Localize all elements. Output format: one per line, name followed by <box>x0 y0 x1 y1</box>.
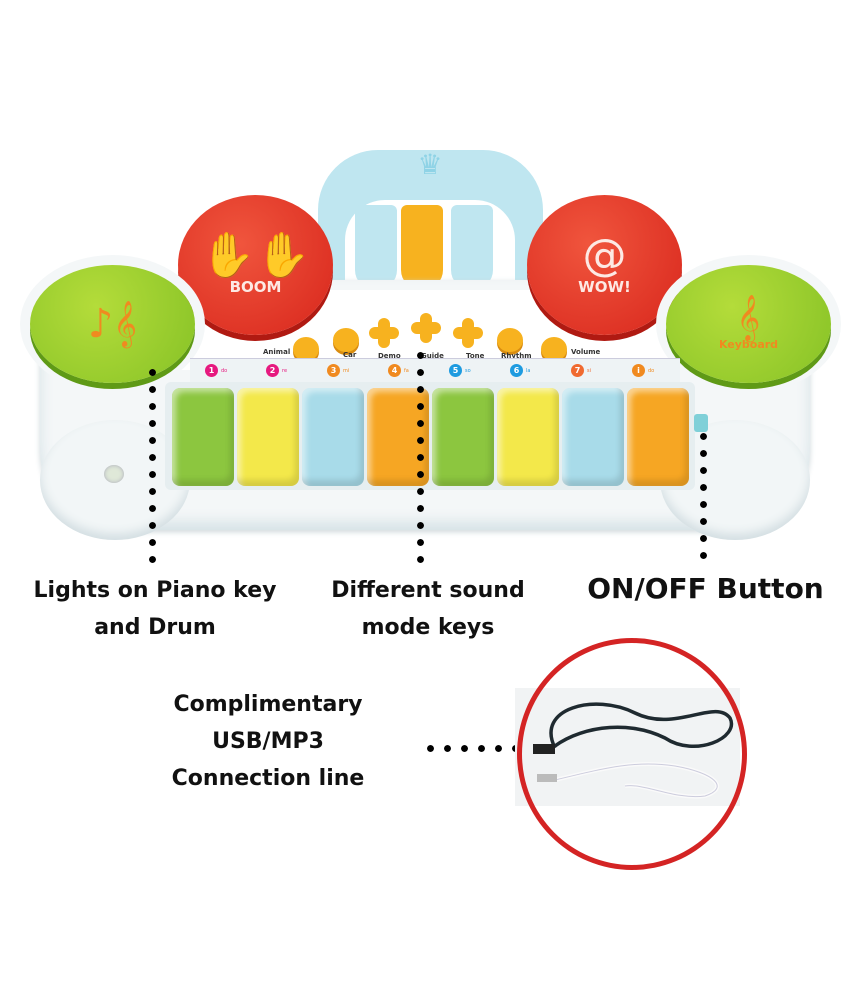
note-syllable: do <box>221 368 228 374</box>
pointer-dots-onoff <box>700 428 707 564</box>
mode-button-guide[interactable] <box>411 313 441 343</box>
caption-on-off: ON/OFF Button <box>587 572 824 605</box>
mode-label-car: Car <box>343 351 357 359</box>
note-syllable: la <box>526 368 531 374</box>
piano-key[interactable] <box>562 388 624 486</box>
mode-button-demo[interactable] <box>369 318 399 348</box>
piano-key[interactable] <box>497 388 559 486</box>
caption-sound-modes-line1: Different sound <box>331 578 525 603</box>
note-number-badge: 1 <box>205 364 218 377</box>
drum-wow-label: WOW! <box>578 278 631 296</box>
spiral-icon: @ <box>582 230 627 281</box>
note-syllable: re <box>282 368 288 374</box>
note-strip <box>190 358 680 384</box>
note-number-badge: 3 <box>327 364 340 377</box>
cable-highlight-circle <box>517 638 747 870</box>
piano-key[interactable] <box>627 388 689 486</box>
caption-connection-line1: Complimentary <box>173 692 363 717</box>
pointer-dots-cable <box>422 745 548 752</box>
mode-label-tone: Tone <box>466 352 485 360</box>
caption-lights: Lights on Piano key and Drum <box>10 572 300 646</box>
treble-clef-icon: 𝄞 <box>736 294 761 341</box>
piano-key[interactable] <box>172 388 234 486</box>
mode-button-tone[interactable] <box>453 318 483 348</box>
note-number-badge: 2 <box>266 364 279 377</box>
caption-sound-modes: Different sound mode keys <box>300 572 556 646</box>
note-number-badge: 7 <box>571 364 584 377</box>
toy-piano: ♛ ✋✋ BOOM @ WOW! ♪𝄞 𝄞 Keyboard Animal Ca… <box>30 148 831 540</box>
mode-label-rhythm: Rhythm <box>501 352 532 360</box>
drum-wow[interactable]: @ WOW! <box>527 195 682 335</box>
note-syllable: so <box>465 368 471 374</box>
mode-button-animal[interactable] <box>293 337 319 361</box>
caption-sound-modes-line2: mode keys <box>361 615 495 640</box>
crown-icon: ♛ <box>417 148 443 181</box>
drum-boom[interactable]: ✋✋ BOOM <box>178 195 333 335</box>
note-syllable: fa <box>404 368 409 374</box>
note-number-badge: 5 <box>449 364 462 377</box>
piano-key[interactable] <box>302 388 364 486</box>
music-notes-icon: ♪𝄞 <box>87 301 138 347</box>
note-syllable: mi <box>343 368 350 374</box>
mode-button-car[interactable] <box>333 328 359 352</box>
caption-connection: Complimentary USB/MP3 Connection line <box>140 686 396 797</box>
pipe-right <box>451 205 493 290</box>
mode-label-animal: Animal <box>263 348 291 356</box>
mode-label-demo: Demo <box>378 352 401 360</box>
hands-icon: ✋✋ <box>200 230 311 281</box>
mode-label-volume: Volume <box>571 348 601 356</box>
caption-connection-line3: Connection line <box>171 766 365 791</box>
light-sensor <box>104 465 124 483</box>
pipe-left <box>355 205 397 290</box>
caption-lights-line2: and Drum <box>94 615 216 640</box>
caption-connection-line2: USB/MP3 <box>212 729 324 754</box>
note-number-badge: 6 <box>510 364 523 377</box>
pointer-dots-lights <box>149 364 156 564</box>
drum-keyboard-label: Keyboard <box>718 337 779 351</box>
note-syllable: si <box>587 368 591 374</box>
note-number-badge: 4 <box>388 364 401 377</box>
mode-button-rhythm[interactable] <box>497 328 523 352</box>
piano-key[interactable] <box>237 388 299 486</box>
pointer-dots-modes <box>417 347 424 564</box>
caption-lights-line1: Lights on Piano key <box>33 578 277 603</box>
piano-key[interactable] <box>432 388 494 486</box>
note-number-badge: i <box>632 364 645 377</box>
on-off-switch[interactable] <box>694 414 708 432</box>
pipe-center <box>401 205 443 290</box>
note-syllable: do <box>648 368 655 374</box>
drum-boom-label: BOOM <box>229 278 282 296</box>
mode-label-guide: Guide <box>421 352 444 360</box>
mode-button-volume[interactable] <box>541 337 567 361</box>
drum-music[interactable]: ♪𝄞 <box>30 265 195 383</box>
drum-keyboard[interactable]: 𝄞 Keyboard <box>666 265 831 383</box>
